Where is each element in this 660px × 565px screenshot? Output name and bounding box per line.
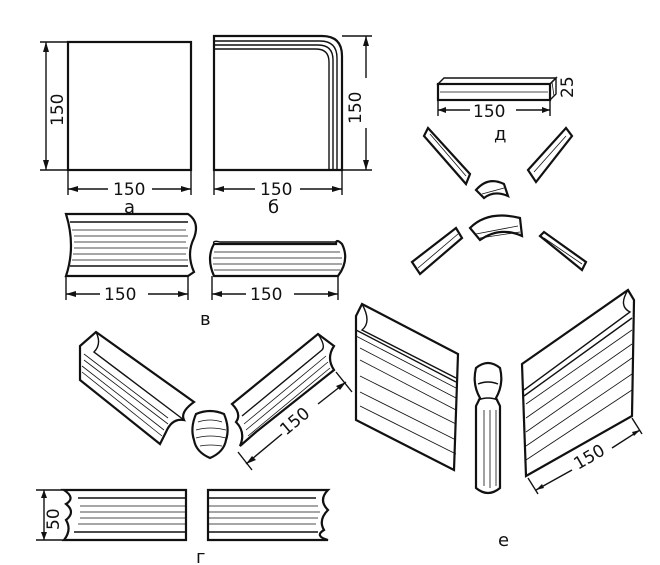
strip-d-label: д [494, 124, 506, 145]
molding-g-cap [191, 409, 229, 460]
molding-g-label: г [196, 547, 205, 565]
panel-e-diag-dim-text: 150 [571, 441, 609, 475]
strip-d-height-dim: 25 [558, 76, 578, 98]
molding-v-right: 150 [208, 239, 347, 305]
tile-a: 150 150 а [40, 40, 193, 218]
molding-g-right [230, 332, 336, 447]
panel-e-diag-dim: 150 [527, 417, 643, 495]
molding-g-left [78, 330, 196, 446]
tile-b-label: б [268, 197, 279, 218]
tile-b-width-dim: 150 [260, 180, 292, 200]
molding-g-diag-dim: 150 [237, 371, 353, 471]
tile-a-label: а [124, 197, 135, 218]
strip-d-x-layout [410, 126, 588, 276]
panel-e-right [520, 288, 636, 478]
tile-b: 150 150 б [212, 34, 372, 218]
tile-a-width-dim: 150 [113, 180, 145, 200]
molding-v-left: 150 [64, 212, 198, 305]
molding-g-height-dim: 50 [44, 508, 64, 530]
panel-e-left [354, 302, 460, 472]
strip-d-length-dim: 150 [473, 102, 505, 122]
strip-d: 150 25 д [436, 76, 578, 145]
panel-e-label: е [498, 530, 509, 551]
molding-g-bottom-right [206, 488, 331, 542]
tile-b-height-dim: 150 [346, 92, 366, 124]
molding-g-bottom-left: 50 [36, 488, 188, 542]
molding-v-label: в [200, 309, 211, 330]
panel-e-column [473, 361, 503, 495]
molding-v-left-dim: 150 [104, 285, 136, 305]
molding-v-right-dim: 150 [250, 285, 282, 305]
tile-a-height-dim: 150 [48, 94, 68, 126]
